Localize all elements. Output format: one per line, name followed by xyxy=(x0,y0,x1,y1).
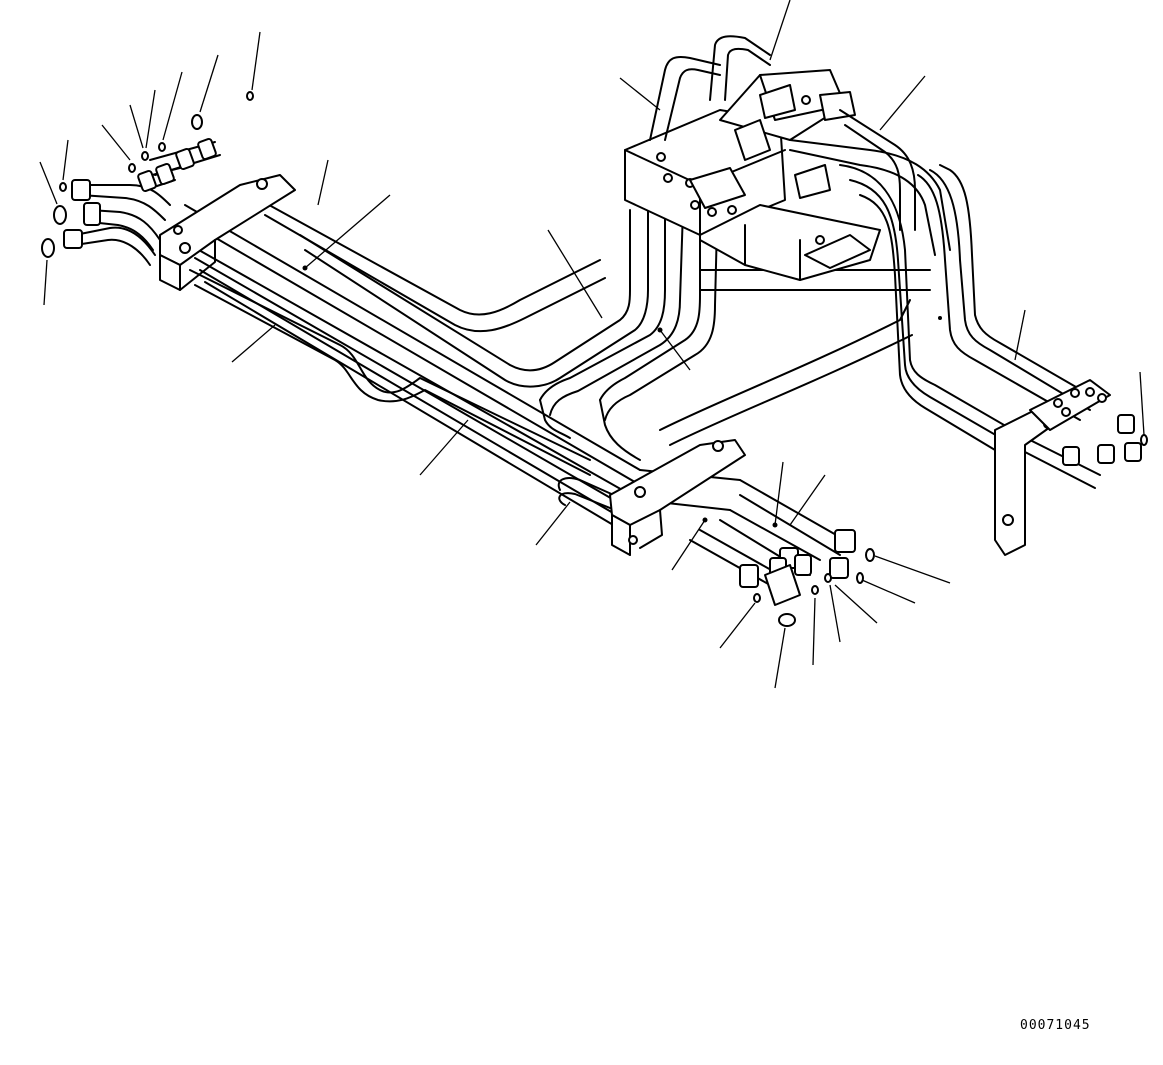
left-o-rings xyxy=(41,91,254,258)
left-pipe-clamp xyxy=(159,174,296,291)
right-mount-bracket xyxy=(994,409,1061,556)
upper-loop-pipes xyxy=(649,35,951,256)
control-valve-assembly xyxy=(624,69,881,281)
return-pipe xyxy=(189,269,626,513)
valve-feed-pipes xyxy=(259,199,718,461)
right-end-clamp xyxy=(1029,379,1148,466)
right-pipe-clamp xyxy=(609,439,746,556)
right-side-pipes xyxy=(839,164,1101,489)
lower-right-fittings xyxy=(739,529,875,627)
part-callout-leaders xyxy=(39,0,1145,689)
left-pipe-fittings xyxy=(63,137,221,266)
drawing-number: 00071045 xyxy=(1020,1018,1091,1033)
